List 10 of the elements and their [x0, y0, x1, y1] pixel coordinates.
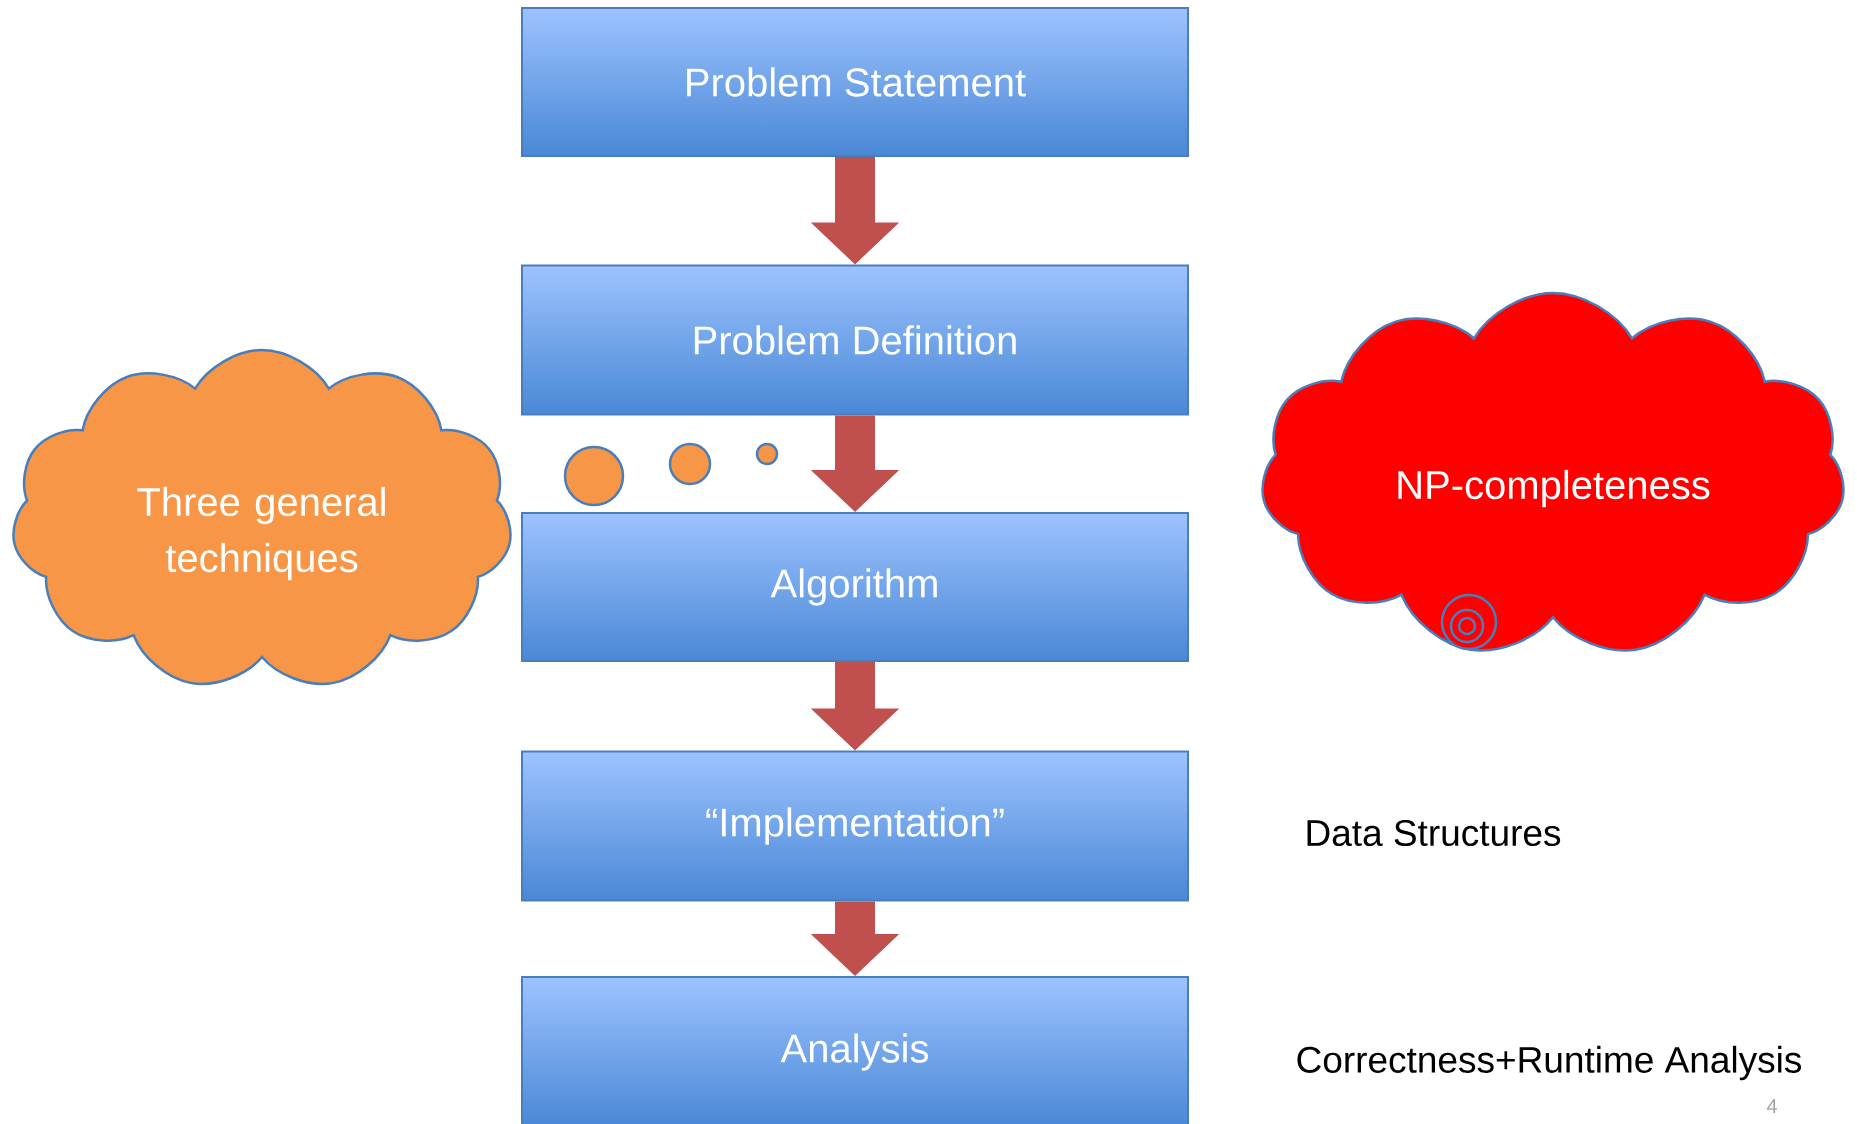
- process-box: Algorithm: [521, 512, 1189, 662]
- process-box: Problem Definition: [521, 264, 1189, 416]
- text-label: Data Structures: [1307, 819, 1561, 847]
- thought-cloud: Three general techniques: [12, 348, 512, 686]
- process-box: Problem Statement: [521, 7, 1189, 157]
- process-box: “Implementation”: [521, 750, 1189, 902]
- text-label: 4: [1766, 1099, 1777, 1113]
- thought-cloud: NP-completeness: [1261, 291, 1845, 652]
- text-label: Correctness+Runtime Analysis: [1297, 1045, 1801, 1081]
- process-box: Analysis: [521, 976, 1189, 1124]
